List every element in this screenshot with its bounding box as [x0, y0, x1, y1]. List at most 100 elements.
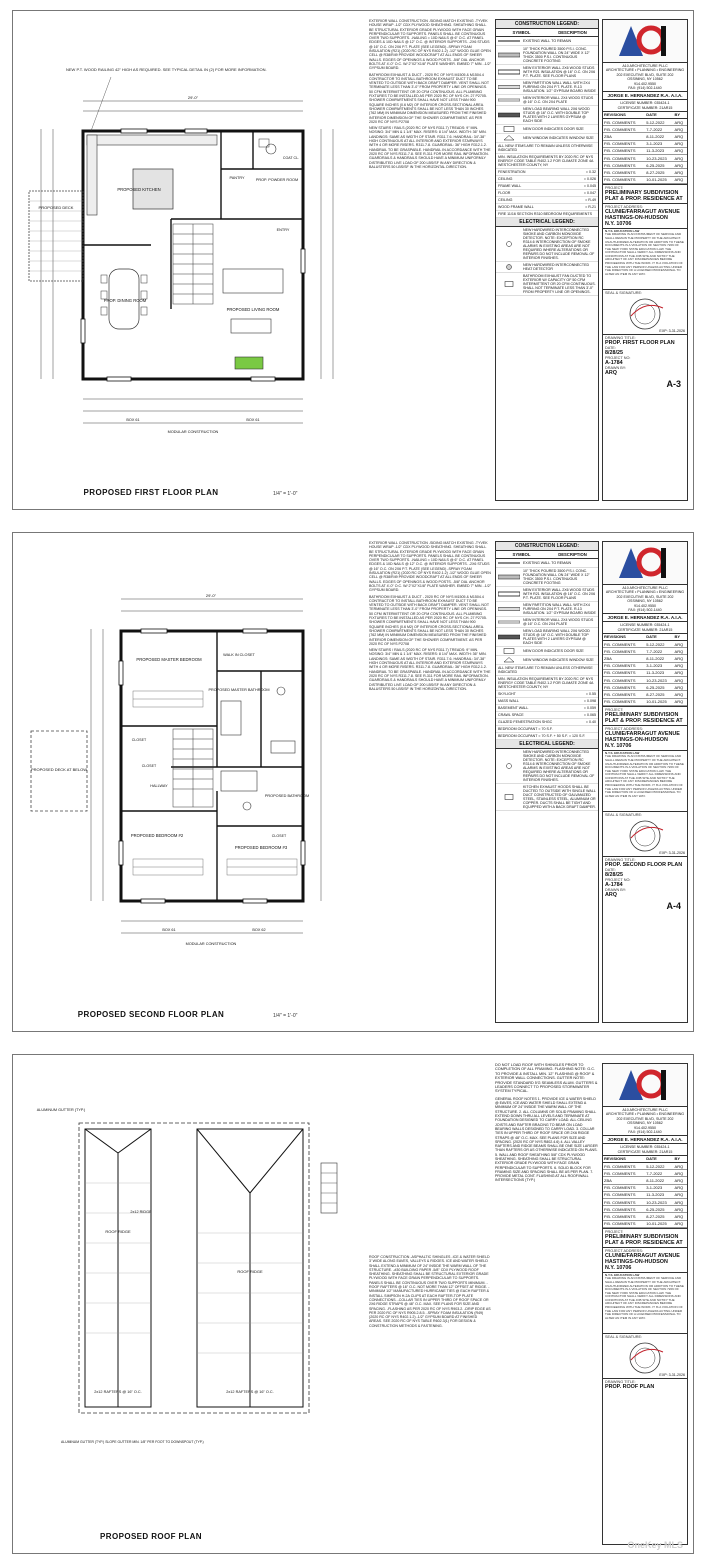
room-label: HALLWAY — [150, 784, 168, 788]
room-label: COAT CL. — [283, 156, 299, 160]
construction-legend: CONSTRUCTION LEGEND: SYMBOL DESCRIPTION … — [495, 19, 599, 501]
room-label: PROPOSED BATHROOM — [265, 794, 309, 798]
a10-logo-icon — [619, 25, 666, 56]
architect-seal-icon — [629, 298, 664, 330]
legend-description: NEW EXTERIOR WALL 2X6 WOOD STUDS WITH R2… — [523, 66, 596, 78]
room-label: CLOSET — [132, 738, 147, 742]
drawing-title: PROP. SECOND FLOOR PLAN — [605, 861, 683, 868]
legend-row: ALL NEW ITEMS ARE TO REMAIN UNLESS OTHER… — [496, 143, 598, 154]
architect-name: JORGE E. HERNANDEZ R.A. A.I.A. — [603, 92, 687, 101]
legend-row: NEW DOOR INDICATES DOOR SIZE — [496, 125, 598, 134]
dimension-label: 29'-0" — [206, 593, 217, 598]
sheet-number: A-4 — [666, 900, 681, 911]
firm-logo — [603, 20, 687, 63]
architect-seal-icon — [629, 820, 664, 852]
legend-description: ALL NEW ITEMS ARE TO REMAIN UNLESS OTHER… — [498, 144, 593, 152]
first-floor-plan-svg: NEW P.T. WOOD RAILING 42" HIGH AS REQUIR… — [28, 67, 334, 434]
electrical-row: NEW HARDWIRED INTERCONNECTED SMOKE AND C… — [496, 227, 598, 262]
room-label: PROPOSED LIVING ROOM — [227, 307, 280, 312]
roof-label: ALUMINUM GUTTER (TYP.) — [37, 1108, 86, 1112]
a10-logo-icon — [619, 547, 666, 578]
legend-row: NEW EXTERIOR WALL 2X6 WOOD STUDS WITH R2… — [496, 65, 598, 80]
floor-plan-drawing: NEW P.T. WOOD RAILING 42" HIGH AS REQUIR… — [21, 19, 365, 501]
project-address-block: PROJECT ADDRESS: CLUNIE/FARRAGUT AVENUE … — [603, 202, 687, 228]
drawing-sheet-second-floor: PROPOSED MASTER BEDROOM WALK IN CLOSET P… — [12, 532, 694, 1032]
drawing-sheet-first-floor: NEW P.T. WOOD RAILING 42" HIGH AS REQUIR… — [12, 10, 694, 510]
energy-row: CEILING= 0.026 — [496, 177, 598, 183]
license-info: LICENSE NUMBER: 035424-1 CERTIFICATE NUM… — [603, 100, 687, 112]
note-stairs: NEW STAIRS / RAILS (2020 RC OF NYS R311.… — [369, 126, 491, 169]
room-label: CLOSET — [272, 834, 287, 838]
roof-notes: DO NOT LOAD ROOF WITH SHINGLES PRIOR TO … — [495, 1063, 599, 1545]
room-label: PANTRY — [229, 176, 245, 180]
room-label: PROPOSED BEDROOM #2 — [131, 833, 184, 838]
legend-col-description: DESCRIPTION — [558, 30, 587, 35]
floor-plan-drawing: PROPOSED MASTER BEDROOM WALK IN CLOSET P… — [21, 541, 365, 1023]
seal-block: SEAL & SIGNATURE: EXP: 3-31-2026 — [603, 288, 687, 333]
dimension-label: BOX 61 — [162, 928, 175, 932]
room-label: WALK IN CLOSET — [223, 653, 255, 657]
drawing-title: PROP. ROOF PLAN — [605, 1383, 655, 1390]
legend-description: 10" THICK POURED 3500 P.S.I. CONC. FOUND… — [523, 47, 590, 63]
mls-watermark: OneKey MLS — [627, 1540, 683, 1550]
roof-label: 2x12 RIDGE — [130, 1210, 152, 1214]
plan-scale: 1/4" = 1'-0" — [273, 1013, 298, 1019]
room-label: PROPOSED DECK AT BELOW — [31, 767, 87, 772]
construction-notes: EXTERIOR WALL CONSTRUCTION -SIDING MATCH… — [369, 19, 491, 501]
energy-row: FRAME WALL= 0.045 — [496, 184, 598, 190]
room-label: PROPOSED BEDROOM #3 — [235, 845, 288, 850]
legend-row: NEW LOAD BEARING WALL 2X6 WOOD STUDS @ 1… — [496, 106, 598, 125]
electrical-row: BATHROOM EXHAUST FAN DUCTED TO EXTERIOR … — [496, 273, 598, 296]
legend-row: EXISTING WALL TO REMAIN — [496, 37, 598, 46]
roof-plan-drawing: ROOF RIDGE ROOF RIDGE 2x12 RIDGE 2x12 RA… — [21, 1063, 365, 1545]
legend-description: EXISTING WALL TO REMAIN — [523, 39, 572, 43]
a10-logo-icon — [619, 1069, 666, 1100]
dimension-label: BOX 61 — [246, 418, 259, 422]
legend-description: NEW DOOR INDICATES DOOR SIZE — [523, 127, 584, 131]
title-block: A10 ARCHITECTURE PLLC ARCHITECTURE • PLA… — [602, 1063, 688, 1545]
architect-seal-icon — [629, 1342, 664, 1374]
electrical-row: NEW HARDWIRED INTERCONNECTED HEAT DETECT… — [496, 262, 598, 273]
roof-plan-svg: ROOF RIDGE ROOF RIDGE 2x12 RIDGE 2x12 RA… — [37, 1108, 338, 1444]
legend-row: NEW WINDOW INDICATES WINDOW SIZE — [496, 134, 598, 143]
bedroom-title: FIRE 11/16 SECTION R310 BEDROOM REQUIREM… — [496, 211, 598, 218]
legend-row: NEW INTERIOR WALL 2X4 WOOD STUDS @ 16" O… — [496, 95, 598, 106]
sheet-number: A-3 — [666, 378, 681, 389]
electrical-legend-title: ELECTRICAL LEGEND: — [496, 218, 598, 227]
roof-label: 2x12 RAFTERS @ 16" O.C. — [226, 1390, 273, 1394]
legend-description: NEW PARTITION WALL WALL WITH 2X4 FURRING… — [523, 81, 596, 93]
legend-col-symbol: SYMBOL — [512, 30, 531, 35]
legend-title: CONSTRUCTION LEGEND: — [496, 20, 598, 29]
plan-scale: 1/4" = 1'-0" — [273, 491, 298, 497]
legend-description: NEW INTERIOR WALL 2X4 WOOD STUDS @ 16" O… — [523, 96, 594, 104]
drawing-title-block: DRAWING TITLE: PROP. FIRST FLOOR PLAN DA… — [603, 333, 687, 407]
dimension-label: MODULAR CONSTRUCTION — [168, 430, 219, 434]
room-label: ENTRY — [277, 228, 290, 232]
dimension-label: BOX 62 — [252, 928, 265, 932]
roof-construction-notes: ROOF CONSTRUCTION -ASPHALTIC SHINGLES -I… — [369, 1255, 491, 1545]
room-label: PROPOSED MASTER BATHROOM — [208, 688, 269, 692]
room-label: PROP. DINING ROOM — [104, 298, 147, 303]
room-label: PROPOSED DECK — [39, 205, 74, 210]
title-block: A10 ARCHITECTURE PLLC ARCHITECTURE • PLA… — [602, 541, 688, 1023]
energy-row: WOOD FRAME WALL= R-21 — [496, 205, 598, 211]
title-block: A10 ARCHITECTURE PLLC ARCHITECTURE • PLA… — [602, 19, 688, 501]
construction-notes: EXTERIOR WALL CONSTRUCTION -SIDING MATCH… — [369, 541, 491, 691]
legend-header: SYMBOL DESCRIPTION — [496, 29, 598, 37]
energy-row: CEILING= R-49 — [496, 198, 598, 204]
legend-row: 10" THICK POURED 3500 P.S.I. CONC. FOUND… — [496, 46, 598, 65]
education-law-text: N.Y.S. EDUCATION LAW THE DRAWING IS AN I… — [603, 227, 687, 289]
roof-label: ROOF RIDGE — [237, 1269, 263, 1274]
note-bathroom-exhaust: BATHROOM EXHAUST & DUCT - 2020 RC OF NYS… — [369, 72, 489, 124]
drawing-title: PROP. FIRST FLOOR PLAN — [605, 339, 675, 346]
note-roof-top: DO NOT LOAD ROOF WITH SHINGLES PRIOR TO … — [495, 1063, 598, 1094]
dimension-label: MODULAR CONSTRUCTION — [186, 942, 237, 946]
room-label: CLOSET — [142, 764, 157, 768]
energy-title: MIN. INSULATION REQUIREMENTS BY 2020 RC … — [496, 154, 598, 169]
legend-description: NEW LOAD BEARING WALL 2X6 WOOD STUDS @ 1… — [523, 107, 590, 123]
legend-description: NEW WINDOW INDICATES WINDOW SIZE — [523, 136, 594, 140]
energy-row: FLOOR= 0.047 — [496, 191, 598, 197]
